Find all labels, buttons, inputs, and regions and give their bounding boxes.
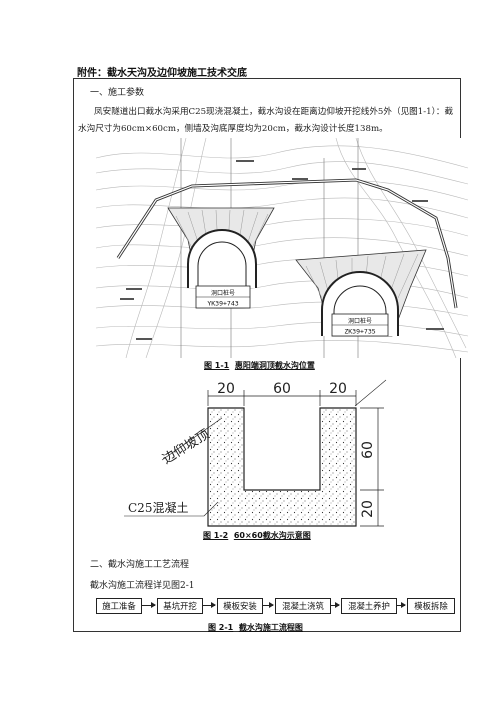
left-portal: 洞口桩号 YK39+743 xyxy=(167,207,275,309)
dim-right-upper: 60 xyxy=(360,441,376,459)
flow-step-3: 模板安装 xyxy=(217,598,263,614)
figure2-caption-number: 图 1-2 xyxy=(203,531,229,540)
figure1-caption-number: 图 1-1 xyxy=(204,361,230,370)
concrete-label-callout: C25混凝土 xyxy=(124,500,219,517)
flow-step-5: 混凝土养护 xyxy=(341,598,397,614)
flow-arrow-4 xyxy=(331,602,340,608)
left-portal-station: YK39+743 xyxy=(207,300,238,308)
portal-site-plan: 洞口桩号 YK39+743 洞口桩号 ZK39+735 xyxy=(96,138,468,358)
section1-paragraph: 凤安隧道出口截水沟采用C25现浇混凝土，截水沟设在距离边仰坡开挖线外5外（见图1… xyxy=(78,107,454,134)
right-portal: 洞口桩号 ZK39+735 xyxy=(295,249,427,337)
flow-step-2: 基坑开挖 xyxy=(157,598,203,614)
section2-heading: 二、截水沟施工工艺流程 xyxy=(90,560,190,570)
dim-top-right: 20 xyxy=(329,381,347,397)
dim-top-left: 20 xyxy=(217,381,235,397)
figure2-caption-text: 60×60截水沟示意图 xyxy=(233,531,311,540)
flow-arrow-2 xyxy=(203,602,216,608)
dim-right-lower: 20 xyxy=(360,500,376,518)
flow-arrow-1 xyxy=(142,602,156,608)
figure3-caption-number: 图 2-1 xyxy=(208,623,234,632)
document-title: 附件：截水天沟及边仰坡施工技术交底 xyxy=(77,68,247,79)
right-portal-label: 洞口桩号 xyxy=(348,317,372,325)
dim-top-mid: 60 xyxy=(273,381,291,397)
figure1-caption: 图 1-1 惠阳端洞顶截水沟位置 xyxy=(204,360,315,371)
concrete-section xyxy=(207,407,357,527)
section2-intro: 截水沟施工流程详见图2-1 xyxy=(90,581,195,591)
flow-step-6: 模板拆除 xyxy=(407,598,455,614)
right-portal-station: ZK39+735 xyxy=(344,328,375,336)
left-portal-label: 洞口桩号 xyxy=(211,289,235,297)
slope-top-label: 边仰坡顶 xyxy=(160,427,212,467)
flow-step-4: 混凝土浇筑 xyxy=(275,598,331,614)
figure3-caption: 图 2-1 截水沟施工流程图 xyxy=(208,622,303,633)
flow-arrow-5 xyxy=(397,602,406,608)
survey-marks xyxy=(120,160,444,340)
ditch-cross-section: 20 60 20 60 20 边仰坡顶 xyxy=(160,379,387,527)
figure3-caption-text: 截水沟施工流程图 xyxy=(238,623,303,632)
section1-heading: 一、施工参数 xyxy=(90,88,145,98)
concrete-label: C25混凝土 xyxy=(128,500,188,515)
figure1-caption-text: 惠阳端洞顶截水沟位置 xyxy=(234,361,315,370)
figure2-caption: 图 1-2 60×60截水沟示意图 xyxy=(203,530,311,541)
flow-step-1: 施工准备 xyxy=(96,598,142,614)
process-flow: 施工准备 基坑开挖 模板安装 混凝土浇筑 混凝土养护 模板拆除 xyxy=(96,598,466,616)
flow-arrow-3 xyxy=(263,602,274,608)
